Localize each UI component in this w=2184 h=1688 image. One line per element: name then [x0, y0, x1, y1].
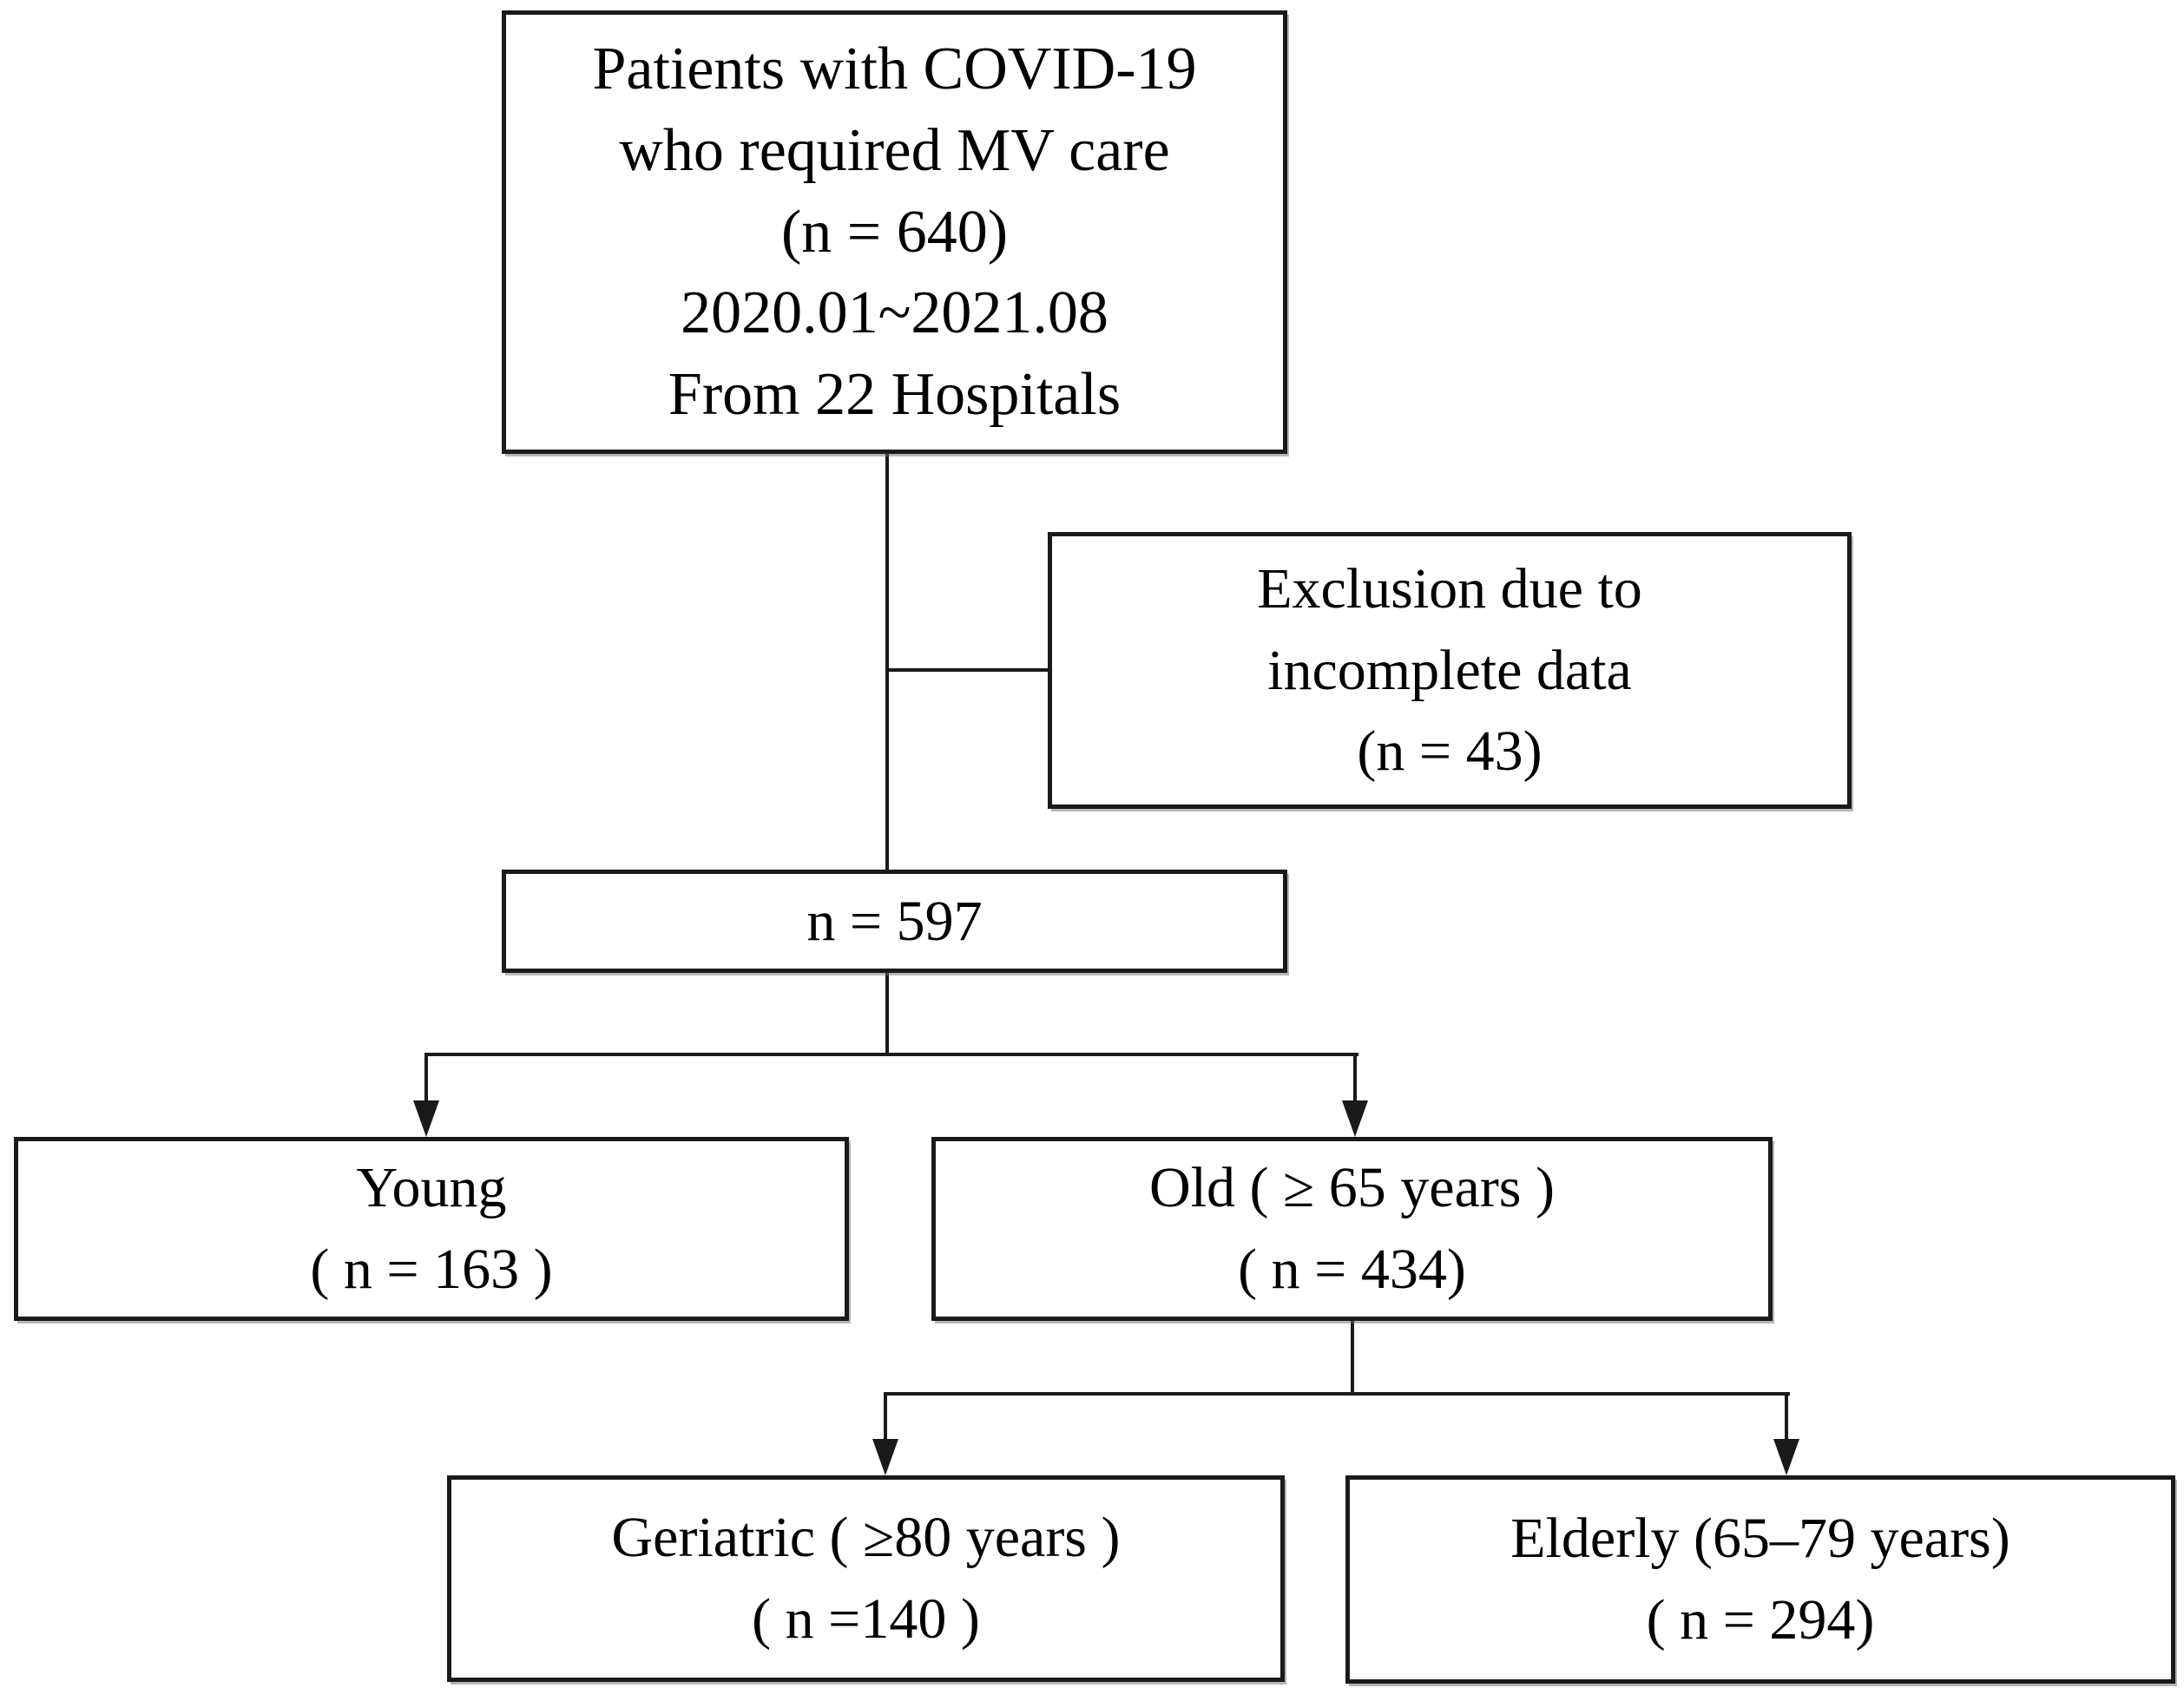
- flow-box-old: Old ( ≥ 65 years ) ( n = 434): [931, 1137, 1773, 1321]
- old-text-line: Old ( ≥ 65 years ): [1149, 1156, 1555, 1220]
- flow-box-elderly: Elderly (65–79 years) ( n = 294): [1345, 1475, 2175, 1684]
- flow-box-geriatric: Geriatric ( ≥80 years ) ( n =140 ): [447, 1475, 1285, 1682]
- enrollment-text-line: 2020.01~2021.08: [681, 279, 1108, 347]
- arrowhead-down-icon: [1773, 1439, 1799, 1475]
- flow-box-included: n = 597: [502, 870, 1287, 973]
- exclusion-text-line: Exclusion due to: [1257, 556, 1642, 621]
- elderly-text-line: Elderly (65–79 years): [1510, 1507, 2010, 1571]
- connector-drop-geriatric: [884, 1394, 887, 1441]
- exclusion-text-line: incomplete data: [1267, 638, 1632, 702]
- young-text-line: Young: [356, 1156, 507, 1220]
- enrollment-text-line: who required MV care: [619, 116, 1170, 184]
- enrollment-text-line: From 22 Hospitals: [668, 361, 1122, 429]
- exclusion-text-line: (n = 43): [1357, 719, 1543, 784]
- connector-drop-young: [424, 1054, 428, 1104]
- connector-included-to-branch: [885, 971, 889, 1056]
- flow-box-young: Young ( n = 163 ): [14, 1137, 849, 1321]
- flow-box-enrollment: Patients with COVID-19 who required MV c…: [502, 10, 1287, 454]
- connector-enrollment-to-included: [885, 452, 889, 871]
- arrowhead-down-icon: [1342, 1100, 1368, 1137]
- geriatric-text-line: Geriatric ( ≥80 years ): [611, 1506, 1121, 1570]
- connector-drop-elderly: [1785, 1394, 1788, 1441]
- connector-branch-top: [424, 1053, 1358, 1056]
- enrollment-text-line: Patients with COVID-19: [592, 36, 1197, 102]
- connector-drop-old: [1353, 1054, 1357, 1104]
- included-text-line: n = 597: [806, 889, 983, 953]
- connector-to-exclusion: [887, 668, 1049, 672]
- connector-branch-bottom: [884, 1392, 1790, 1396]
- elderly-text-line: ( n = 294): [1646, 1588, 1875, 1652]
- geriatric-text-line: ( n =140 ): [752, 1587, 980, 1651]
- young-text-line: ( n = 163 ): [310, 1238, 553, 1301]
- connector-old-to-branch: [1351, 1319, 1354, 1396]
- old-text-line: ( n = 434): [1238, 1238, 1466, 1301]
- arrowhead-down-icon: [413, 1100, 439, 1137]
- flow-box-exclusion: Exclusion due to incomplete data (n = 43…: [1048, 532, 1852, 809]
- arrowhead-down-icon: [872, 1439, 898, 1475]
- enrollment-text-line: (n = 640): [780, 198, 1009, 266]
